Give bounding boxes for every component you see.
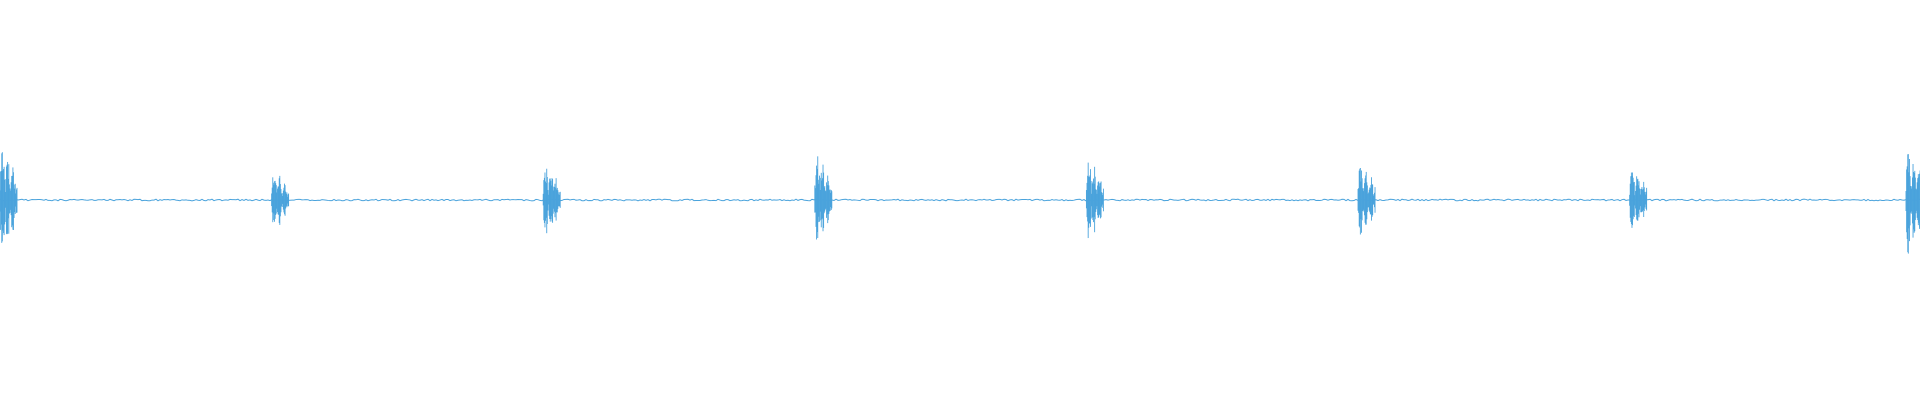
waveform-burst (1629, 172, 1648, 228)
waveform-bursts-group (0, 152, 1920, 254)
waveform-baseline (0, 198, 1920, 202)
waveform-burst (1905, 154, 1920, 254)
waveform-burst (1085, 162, 1104, 239)
waveform-burst (1357, 168, 1376, 235)
waveform-burst (271, 175, 290, 225)
waveform-burst (542, 168, 561, 234)
waveform-burst (814, 156, 833, 240)
waveform-burst (0, 152, 18, 243)
waveform-baseline-group (0, 198, 1920, 202)
